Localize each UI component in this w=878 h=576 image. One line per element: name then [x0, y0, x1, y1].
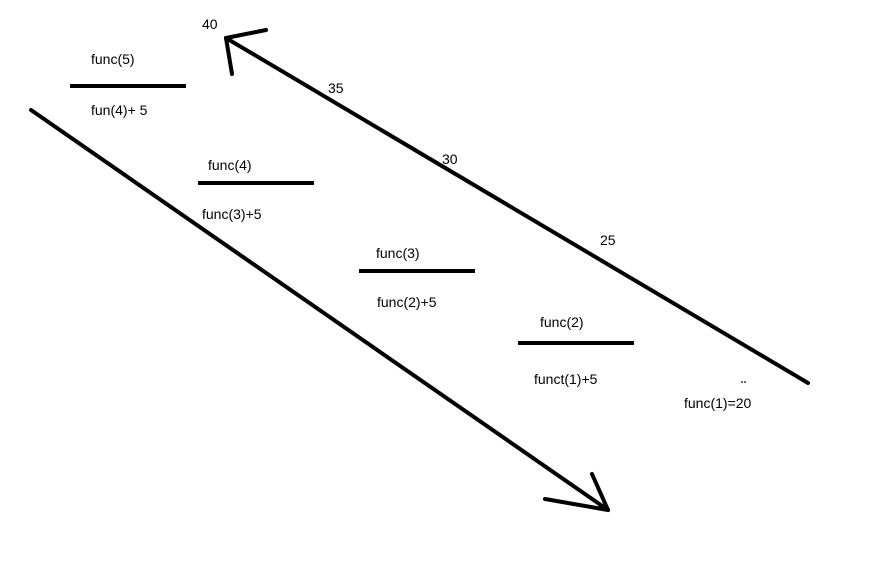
base-case-label: func(1)=20: [684, 395, 752, 411]
expansion-label-func2: funct(1)+5: [534, 371, 598, 387]
return-value-25: 25: [600, 232, 616, 248]
expansion-label-func4: func(3)+5: [202, 206, 262, 222]
descending-call-arrow: [29, 108, 610, 512]
return-value-35: 35: [328, 80, 344, 96]
ascending-return-arrow: [224, 28, 810, 385]
expansion-label-func3: func(2)+5: [377, 294, 437, 310]
call-label-func2: func(2): [540, 314, 584, 330]
call-label-func5: func(5): [91, 51, 135, 67]
return-value-40: 40: [202, 16, 218, 32]
call-label-func4: func(4): [208, 157, 252, 173]
stray-mark: [741, 381, 746, 383]
return-value-30: 30: [442, 151, 458, 167]
expansion-label-func5: fun(4)+ 5: [91, 102, 148, 118]
call-label-func3: func(3): [376, 245, 420, 261]
